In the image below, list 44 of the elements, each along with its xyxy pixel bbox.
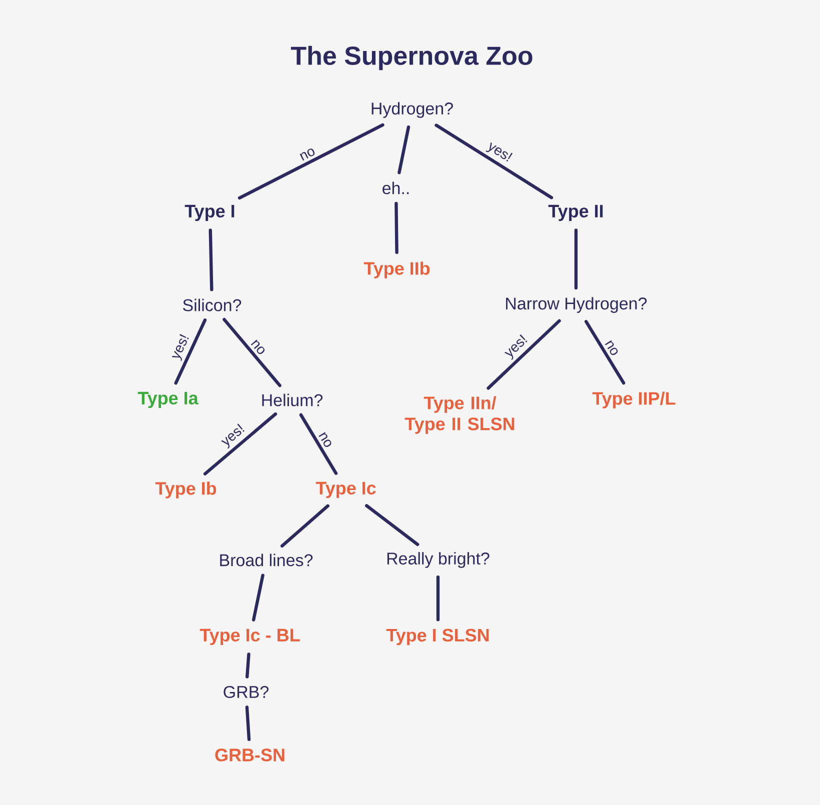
connector-line: [222, 318, 282, 388]
type-label: Type Ic - BL: [200, 628, 300, 646]
connector-line: [246, 652, 250, 678]
type-label: Type Ib: [155, 482, 216, 498]
question-text: Helium?: [262, 394, 323, 406]
connector-line: [280, 504, 330, 548]
connector-line: [208, 228, 214, 292]
question-text: Narrow Hydrogen?: [506, 297, 647, 313]
edge-label: no: [318, 432, 332, 447]
connector-line: [434, 124, 554, 200]
connector-line: [436, 576, 440, 622]
type-label: Type I SLSN: [386, 628, 489, 646]
connector-line: [299, 413, 338, 475]
type-label: Type IIn/ Type II SLSN: [404, 396, 514, 434]
type-label: Type Ic: [316, 482, 376, 498]
connector-line: [252, 574, 264, 622]
edge-label: yes!: [172, 334, 189, 362]
connector-line: [398, 125, 410, 174]
connector-line: [174, 318, 207, 385]
question-text: Broad lines?: [220, 554, 313, 566]
question-text: eh..: [382, 182, 409, 194]
question-text: Hydrogen?: [372, 102, 453, 118]
title: The Supernova Zoo: [290, 46, 532, 70]
connector-line: [574, 228, 578, 290]
type-label: Type II: [548, 204, 603, 222]
edge-label: no: [250, 340, 265, 354]
question-text: GRB?: [224, 686, 269, 698]
type-label: GRB-SN: [215, 748, 284, 762]
edge-label: no: [605, 340, 618, 356]
type-label: Type Ia: [138, 392, 198, 408]
connector-line: [584, 320, 626, 385]
type-label: Type I: [184, 204, 234, 222]
connector-line: [394, 202, 398, 254]
connector-line: [203, 412, 278, 476]
connector-line: [365, 504, 420, 546]
connector-line: [486, 319, 561, 390]
question-text: Silicon?: [183, 298, 242, 312]
type-label: Type IIb: [364, 262, 430, 278]
connector-line: [238, 123, 384, 200]
question-text: Really bright?: [387, 552, 490, 568]
type-label: Type IIP/L: [592, 392, 676, 408]
edge-label: yes!: [486, 142, 513, 162]
edge-label: no: [300, 148, 315, 161]
connector-line: [245, 706, 251, 742]
